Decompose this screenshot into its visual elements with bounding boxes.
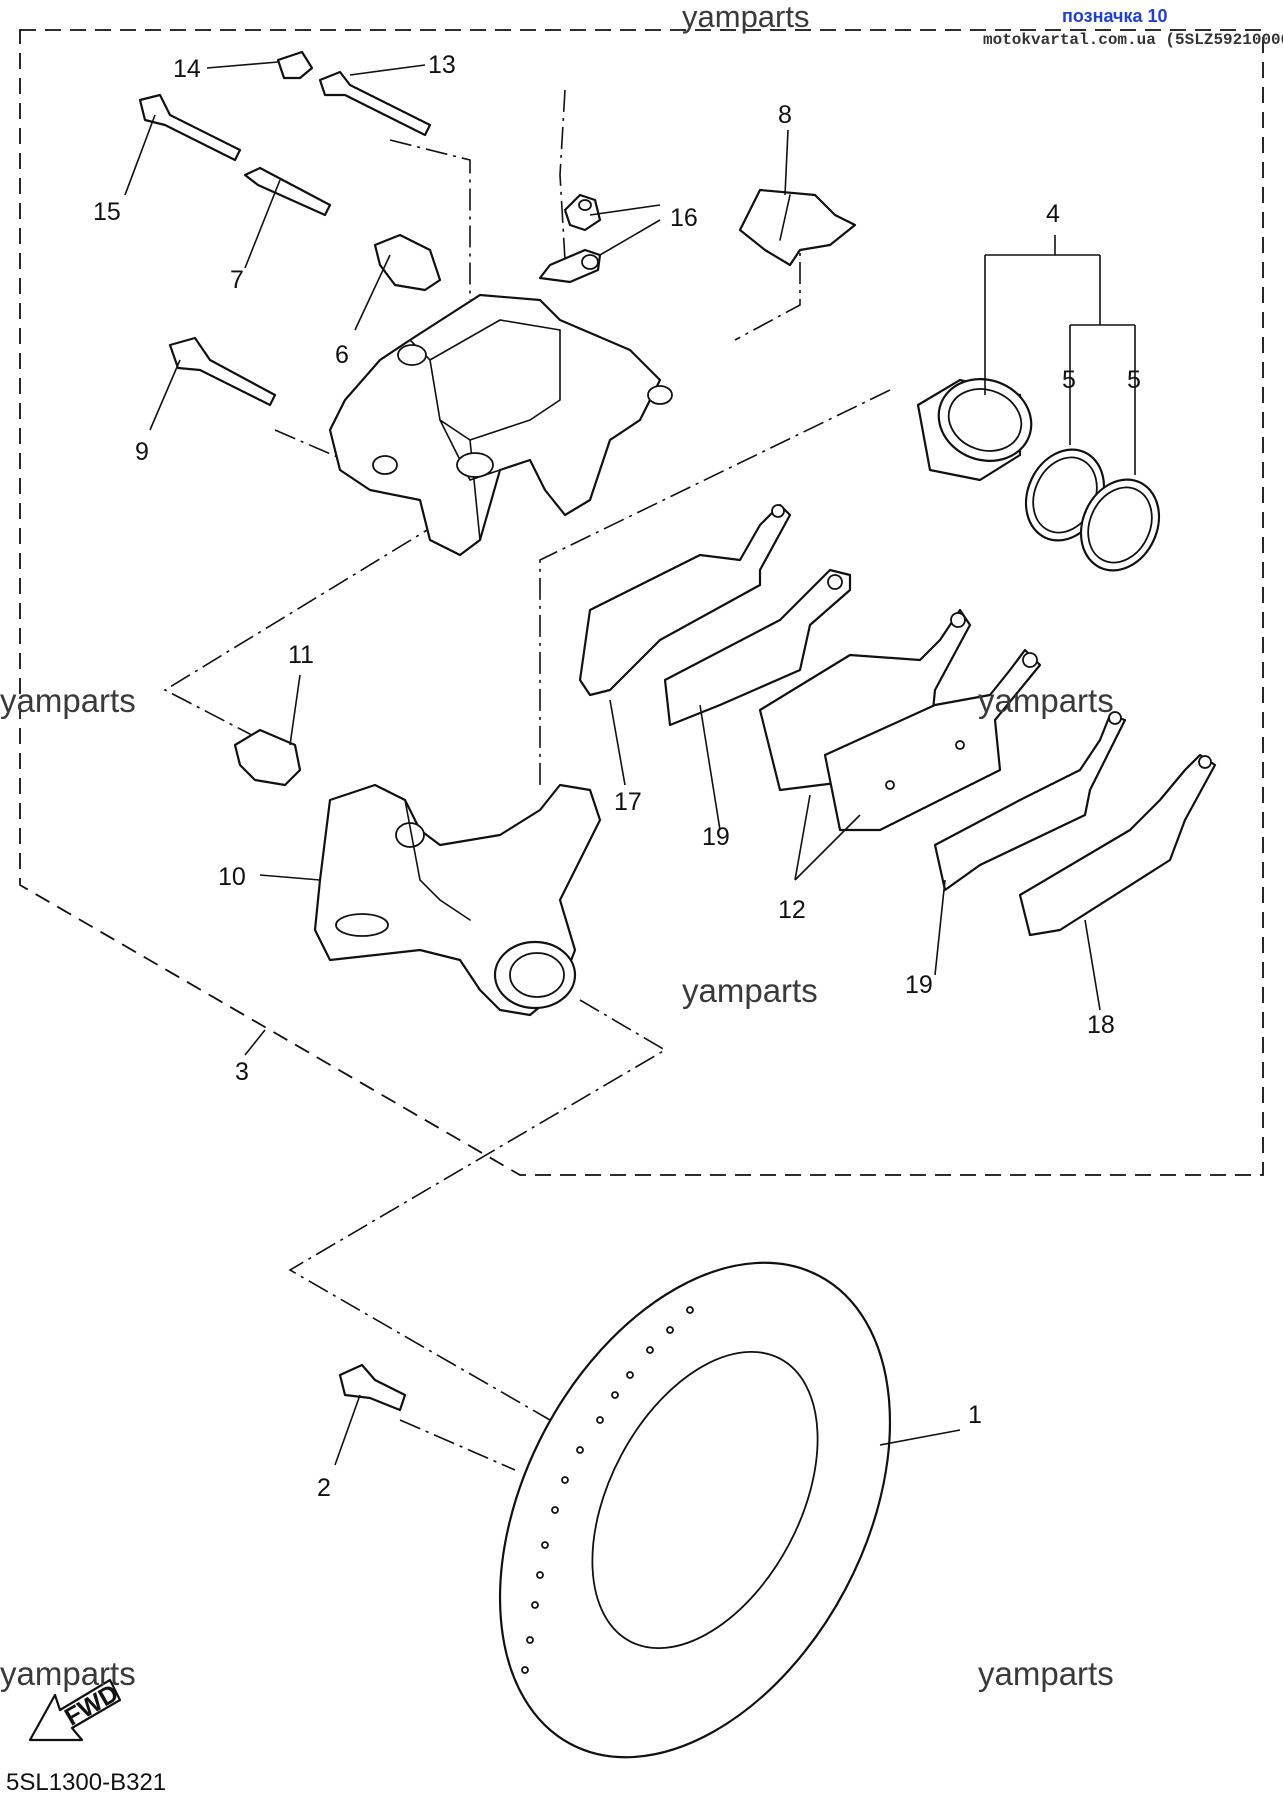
callout-14: 14 — [173, 55, 201, 83]
pad-spring — [738, 188, 857, 267]
callout-labels: 1 2 3 4 5 5 6 7 8 9 10 11 12 13 14 15 16… — [93, 51, 1141, 1502]
brake-bracket — [313, 783, 602, 1017]
callout-1: 1 — [968, 1401, 982, 1429]
callout-2: 2 — [317, 1474, 331, 1502]
brake-disc — [498, 1261, 892, 1759]
callout-5a: 5 — [1062, 366, 1076, 394]
watermark-bottom-left: yamparts — [0, 1655, 136, 1692]
callout-7: 7 — [230, 266, 244, 294]
callout-8: 8 — [778, 101, 792, 129]
watermark-center-low: yamparts — [682, 972, 818, 1009]
callout-3: 3 — [235, 1058, 249, 1086]
pins-and-bolts — [138, 50, 442, 1412]
callout-10: 10 — [218, 863, 246, 891]
bleed-screw — [538, 193, 602, 284]
disc-drill-holes — [521, 1306, 694, 1674]
callout-5b: 5 — [1127, 366, 1141, 394]
leader-lines — [124, 61, 1136, 1466]
callout-19a: 19 — [702, 823, 730, 851]
callout-15: 15 — [93, 198, 121, 226]
callout-6: 6 — [335, 341, 349, 369]
callout-13: 13 — [428, 51, 456, 79]
watermark-right-mid: yamparts — [978, 682, 1114, 719]
callout-4: 4 — [1046, 200, 1060, 228]
diagram-code: 5SL1300-B321 — [6, 1769, 166, 1796]
caliper-assembly-boundary — [19, 29, 1264, 1176]
callout-9: 9 — [135, 438, 149, 466]
callout-19b: 19 — [905, 971, 933, 999]
watermark-bottom-right: yamparts — [978, 1655, 1114, 1692]
watermark-top: yamparts — [682, 0, 809, 34]
callout-16: 16 — [670, 204, 698, 232]
callout-12: 12 — [778, 896, 806, 924]
piston-and-seals — [916, 378, 1161, 572]
source-label: motokvartal.com.ua (5SLZ59210000) — [983, 31, 1283, 49]
assembly-lines — [163, 89, 891, 1471]
callout-11: 11 — [288, 641, 314, 669]
watermark-left-mid: yamparts — [0, 682, 136, 719]
callout-18: 18 — [1087, 1011, 1115, 1039]
badge-label: позначка 10 — [1062, 6, 1168, 26]
caliper-body — [328, 293, 673, 557]
brake-pads-and-shims — [578, 503, 1217, 937]
callout-17: 17 — [614, 788, 642, 816]
